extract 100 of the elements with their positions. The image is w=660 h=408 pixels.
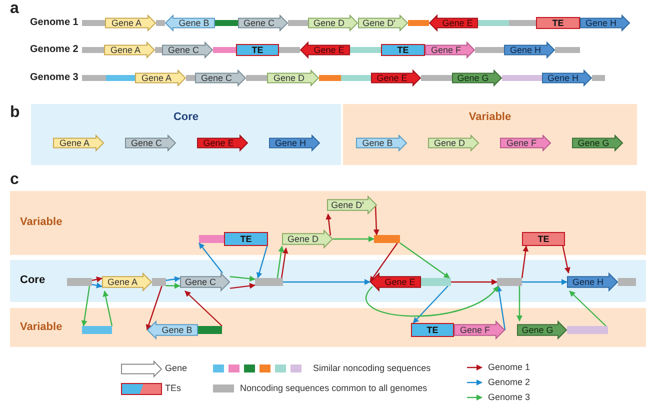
arrow <box>521 246 529 278</box>
gene-label: Gene G <box>522 326 554 334</box>
gene-block <box>542 70 592 86</box>
gene-block <box>572 135 623 151</box>
region-band <box>343 104 637 165</box>
transposable-element-box <box>522 232 565 246</box>
gene-block <box>371 70 421 86</box>
arrow <box>569 290 606 326</box>
gene-label: Gene D <box>287 234 319 244</box>
gene-block <box>267 70 319 86</box>
legend-label: Gene <box>165 364 188 373</box>
gene-label: Gene F <box>506 138 536 148</box>
arrow <box>400 242 450 278</box>
legend-label: Noncoding sequences common to all genomes <box>240 384 428 393</box>
gene-label: Gene F <box>430 46 461 54</box>
arrow <box>198 242 223 274</box>
gene-block <box>356 135 407 151</box>
te-label: TE <box>538 234 550 244</box>
gene-label: Gene A <box>59 138 90 148</box>
gene-label: Gene H <box>274 138 306 148</box>
arrow <box>146 286 162 330</box>
gene-block <box>53 135 104 151</box>
genome-label: Genome 3 <box>30 73 78 83</box>
gene-block <box>104 42 155 58</box>
gene-label: Gene C <box>243 18 275 28</box>
arrow <box>496 286 506 330</box>
gene-label: Gene H <box>585 18 617 28</box>
legend-label: Similar noncoding sequences <box>313 364 431 373</box>
gene-block <box>517 321 567 339</box>
noncoding-bar <box>199 235 224 243</box>
noncoding-bar <box>67 278 92 286</box>
panel-letter: b <box>10 105 20 121</box>
noncoding-bar <box>255 278 283 286</box>
gene-label: Gene D <box>273 74 305 82</box>
genome-label: Genome 1 <box>30 18 78 28</box>
region-band <box>10 191 646 255</box>
gene-block <box>165 15 215 31</box>
arrow <box>281 248 288 278</box>
gene-label: Gene E <box>442 18 473 28</box>
gene-label: Gene G <box>578 138 610 148</box>
gene-label: Gene F <box>460 326 490 334</box>
arrow <box>81 286 90 326</box>
gene-block <box>105 15 156 31</box>
genome-label: Genome 2 <box>30 45 78 55</box>
band-heading: Variable <box>20 322 62 332</box>
gene-block <box>452 70 502 86</box>
gene-label: Gene C <box>200 74 232 82</box>
gene-label: Gene E <box>203 138 234 148</box>
noncoding-bar <box>152 278 166 286</box>
gene-block <box>102 273 152 291</box>
gene-label: Gene H <box>547 74 579 82</box>
noncoding-bar <box>198 326 222 334</box>
arrow <box>283 279 370 285</box>
gene-label: Gene E <box>384 278 416 286</box>
te-label: TE <box>552 18 564 28</box>
legend-label: Genome 1 <box>488 363 530 372</box>
gene-block <box>162 42 213 58</box>
transposable-element-box <box>224 232 268 246</box>
gene-label: Gene A <box>111 18 142 28</box>
gene-block <box>500 135 551 151</box>
gene-block <box>580 15 630 31</box>
gene-block <box>504 42 555 58</box>
arrow <box>326 214 332 236</box>
gene-block <box>282 230 333 248</box>
gene-label: Gene A <box>110 46 141 54</box>
gene-label: Gene H <box>510 46 542 54</box>
gene-block <box>197 135 248 151</box>
gene-block <box>429 15 478 31</box>
panel-letter: c <box>10 172 19 188</box>
gene-label: Gene C <box>130 138 162 148</box>
arrow <box>562 246 570 274</box>
arrow <box>166 282 180 289</box>
arrow <box>373 204 380 236</box>
gene-block <box>425 42 475 58</box>
arrow <box>92 276 102 282</box>
transposable-element-box <box>536 17 580 29</box>
gene-block <box>567 273 618 291</box>
gene-block <box>269 135 320 151</box>
gene-label: Gene A <box>141 74 172 82</box>
gene-block <box>300 42 350 58</box>
band-heading: Core <box>172 112 200 123</box>
arrow <box>516 286 522 322</box>
arrow <box>366 286 499 317</box>
gene-label: Gene D <box>434 138 466 148</box>
gene-label: Gene B <box>178 18 210 28</box>
noncoding-bar <box>421 278 451 286</box>
noncoding-bar <box>374 235 400 243</box>
arrow <box>276 246 284 278</box>
gene-block <box>147 321 198 339</box>
gene-block <box>195 70 246 86</box>
noncoding-bar <box>82 326 112 334</box>
gene-label: Gene C <box>168 46 200 54</box>
gene-label: Gene D′ <box>331 200 364 210</box>
arrow <box>256 246 268 278</box>
arrow <box>333 236 374 242</box>
gene-label: Gene A <box>107 278 138 286</box>
arrow <box>230 276 256 282</box>
gene-label: Gene B <box>162 326 192 334</box>
gene-label: Gene D <box>313 18 345 28</box>
arrow <box>166 276 180 282</box>
